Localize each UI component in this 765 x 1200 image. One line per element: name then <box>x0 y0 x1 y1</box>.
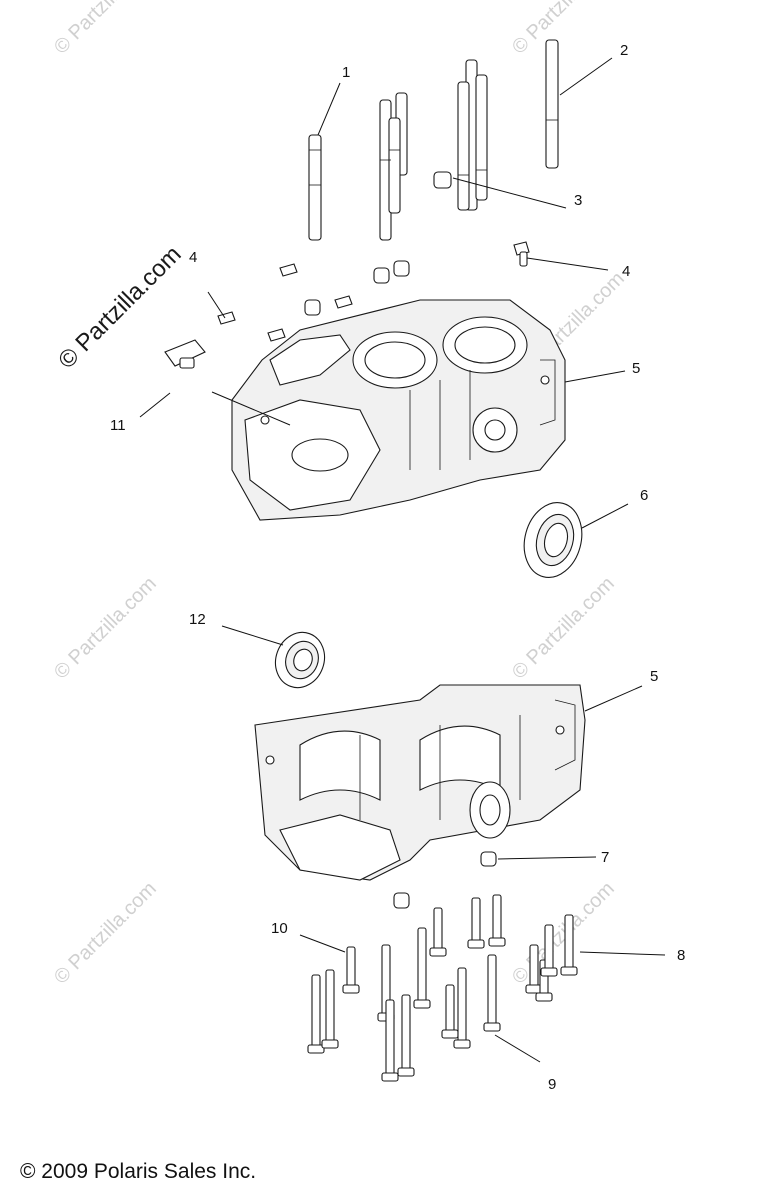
callout-10: 10 <box>271 920 288 937</box>
watermark: © Partzilla.com <box>50 878 161 989</box>
oil-seal-small <box>274 631 326 689</box>
leader-lines <box>139 57 666 1063</box>
callout-12: 12 <box>189 611 206 628</box>
stud-group-right <box>457 39 559 211</box>
callout-5-lower: 5 <box>650 668 658 685</box>
callout-4-right: 4 <box>622 263 630 280</box>
callout-3: 3 <box>574 192 582 209</box>
sensor-part <box>164 339 206 369</box>
copyright-text: © 2009 Polaris Sales Inc. <box>20 1160 257 1183</box>
callout-11: 11 <box>110 417 126 434</box>
callout-5-upper: 5 <box>632 360 640 377</box>
callout-6: 6 <box>640 487 648 504</box>
fitting-group <box>217 241 530 342</box>
callout-4-left: 4 <box>189 249 197 266</box>
callout-9: 9 <box>548 1076 556 1093</box>
lower-crankcase <box>254 684 586 881</box>
watermark: © Partzilla.com <box>508 573 619 684</box>
watermark: © Partzilla.com <box>50 573 161 684</box>
callout-8: 8 <box>677 947 685 964</box>
watermark: © Partzilla.com <box>508 0 619 59</box>
dowel-group-upper <box>304 171 452 316</box>
callout-7: 7 <box>601 849 609 866</box>
bolt-group <box>307 894 578 1082</box>
callouts: 1 2 3 4 4 5 6 11 12 5 7 8 9 10 <box>110 42 685 1093</box>
callout-1: 1 <box>342 64 350 81</box>
stud-group-left <box>308 92 408 241</box>
watermark: © Partzilla.com <box>50 0 161 59</box>
callout-2: 2 <box>620 42 628 59</box>
oil-seal-large <box>523 502 583 578</box>
upper-crankcase <box>231 299 566 521</box>
dowel-group-lower <box>393 851 497 909</box>
